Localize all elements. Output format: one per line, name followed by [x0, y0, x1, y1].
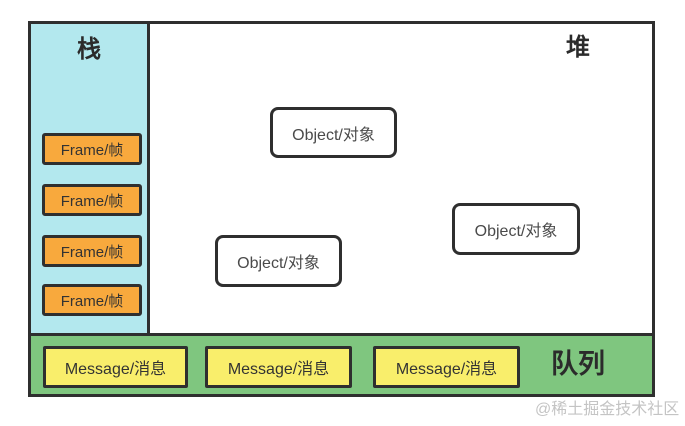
message-box: Message/消息: [373, 346, 520, 388]
message-box: Message/消息: [43, 346, 188, 388]
stack-region: 栈 Frame/帧 Frame/帧 Frame/帧 Frame/帧: [28, 21, 150, 336]
frame-box: Frame/帧: [42, 184, 142, 216]
queue-title: 队列: [551, 349, 605, 380]
stack-title: 栈: [77, 36, 101, 63]
object-box: Object/对象: [270, 107, 397, 158]
heap-title: 堆: [566, 34, 590, 61]
message-box: Message/消息: [205, 346, 352, 388]
object-box: Object/对象: [452, 203, 580, 255]
queue-region: Message/消息 Message/消息 Message/消息 队列: [28, 333, 655, 397]
object-box: Object/对象: [215, 235, 342, 287]
watermark: @稀土掘金技术社区: [535, 401, 680, 418]
frame-box: Frame/帧: [42, 133, 142, 165]
frame-box: Frame/帧: [42, 235, 142, 267]
frame-box: Frame/帧: [42, 284, 142, 316]
heap-region: 堆 Object/对象 Object/对象 Object/对象: [147, 21, 655, 336]
